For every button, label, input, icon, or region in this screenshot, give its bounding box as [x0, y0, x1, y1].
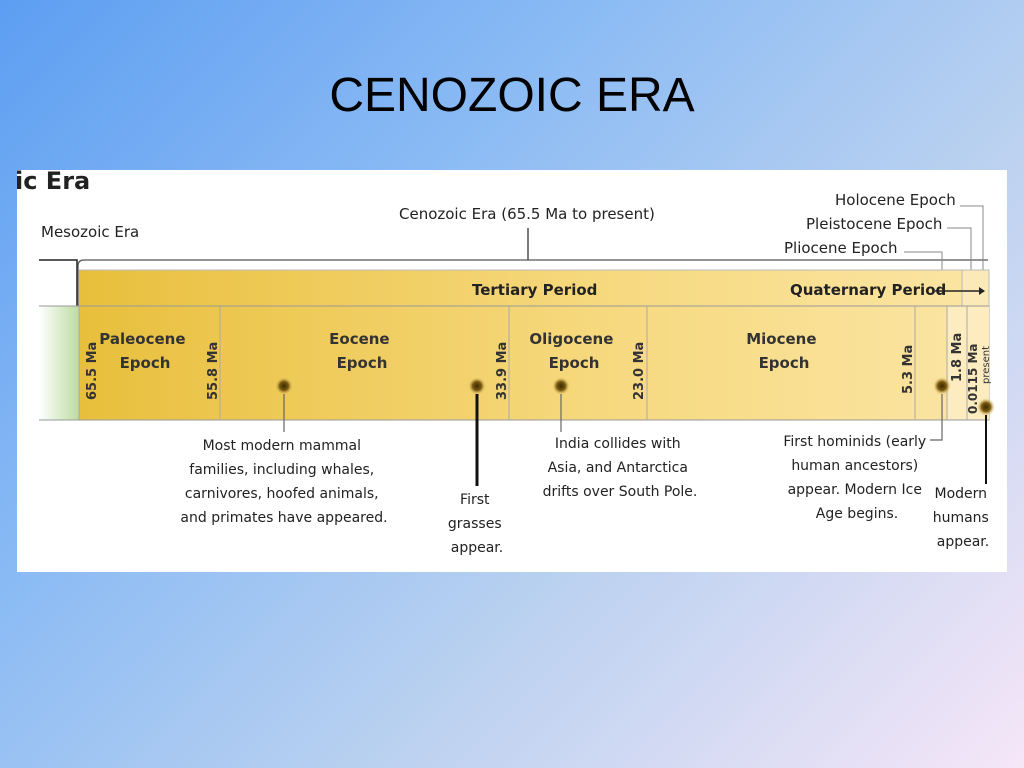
event-dot-hominids — [933, 377, 951, 395]
slide-title: CENOZOIC ERA — [329, 69, 695, 122]
event-mammals: Most modern mammal families, including w… — [180, 438, 387, 526]
boundary-33-9: 33.9 Ma — [495, 342, 510, 400]
epoch-paleocene: Paleocene Epoch — [99, 330, 190, 372]
period-bar — [78, 269, 990, 307]
boundary-23-0: 23.0 Ma — [632, 342, 647, 400]
timeline-svg: ic Era Mesozoic Era Cenozoic Era (65.5 M… — [17, 170, 995, 556]
event-humans: Modern humans appear. — [933, 486, 994, 550]
epoch-miocene: Miocene Epoch — [746, 330, 822, 372]
boundary-65-5: 65.5 Ma — [85, 342, 100, 400]
cenozoic-bracket — [77, 259, 988, 306]
boundary-present: present — [981, 346, 992, 384]
boundary-1-8: 1.8 Ma — [950, 333, 965, 382]
mesozoic-label: Mesozoic Era — [41, 223, 139, 241]
boundary-5-3: 5.3 Ma — [901, 345, 916, 394]
event-grasses: First grasses appear. — [448, 492, 506, 556]
event-dot-india — [552, 377, 570, 395]
event-hominids: First hominids (early human ancestors) a… — [783, 434, 930, 522]
event-india: India collides with Asia, and Antarctica… — [543, 436, 698, 500]
event-dot-grasses — [468, 377, 486, 395]
pleistocene-label: Pleistocene Epoch — [806, 215, 942, 233]
holocene-label: Holocene Epoch — [835, 191, 956, 209]
mesozoic-band — [39, 306, 79, 420]
epoch-eocene: Eocene Epoch — [329, 330, 395, 372]
header-fragment: ic Era — [17, 170, 90, 195]
event-dot-mammals — [275, 377, 293, 395]
boundary-0-0115: 0.0115 Ma — [966, 343, 980, 414]
boundary-55-8: 55.8 Ma — [206, 342, 221, 400]
epoch-oligocene: Oligocene Epoch — [529, 330, 618, 372]
cenozoic-label: Cenozoic Era (65.5 Ma to present) — [399, 205, 655, 223]
pliocene-label: Pliocene Epoch — [784, 239, 897, 257]
cenozoic-timeline-figure: ic Era Mesozoic Era Cenozoic Era (65.5 M… — [17, 170, 1007, 572]
tertiary-label: Tertiary Period — [472, 281, 597, 299]
mesozoic-bracket — [39, 259, 78, 306]
quaternary-label: Quaternary Period — [790, 281, 946, 299]
event-dot-humans — [977, 398, 995, 416]
